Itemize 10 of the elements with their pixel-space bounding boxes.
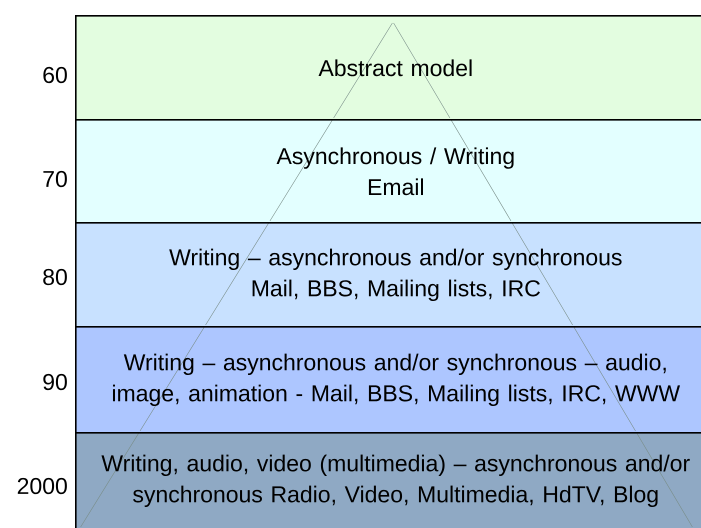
year-label: 60 [43,66,67,84]
band: Writing – asynchronous and/or synchronous – audio, image, animation - Mail, BBS, Mailing lists, IRC, WWW [75,326,701,434]
band: Writing, audio, video (multimedia) – asynchronous and/or synchronous Radio, Video, Multimedia, HdTV, Blog [75,432,701,528]
year-label: 90 [43,374,67,390]
year-label: 80 [43,268,67,286]
band: Writing – asynchronous and/or synchronous Mail, BBS, Mailing lists, IRC [75,222,701,328]
year-label: 70 [43,170,67,188]
band: Abstract model [75,15,701,121]
year-label: 2000 [18,478,67,494]
band: Asynchronous / Writing Email [75,119,701,224]
